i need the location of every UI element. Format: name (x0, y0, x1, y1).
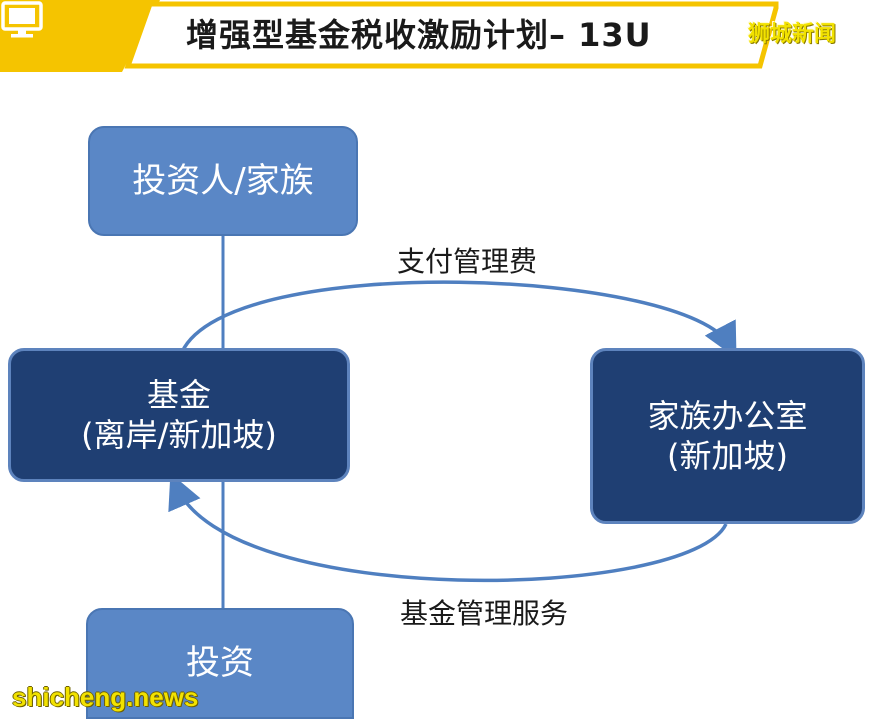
investment-node: 投资 (86, 608, 354, 719)
header-bar: 增强型基金税收激励计划– 13U (0, 0, 869, 72)
pay-fee-label: 支付管理费 (397, 245, 538, 278)
brand-watermark-top: 狮城新闻 (748, 22, 837, 47)
investor-node: 投资人/家族 (88, 126, 358, 236)
monitor-icon (1, 1, 43, 38)
investment-label: 投资 (186, 643, 254, 684)
fund-label: 基金 (146, 376, 211, 414)
service-arrow (168, 473, 728, 583)
fund-sublabel: (离岸/新加坡) (81, 416, 277, 454)
fund-node: 基金 (离岸/新加坡) (8, 348, 350, 482)
family-office-label: 家族办公室 (647, 397, 808, 435)
investor-label: 投资人/家族 (132, 160, 314, 201)
page-title: 增强型基金税收激励计划– 13U (186, 16, 652, 54)
brand-watermark-bottom: shicheng.news (12, 682, 199, 712)
service-label: 基金管理服务 (400, 597, 569, 630)
family-office-sublabel: (新加坡) (667, 437, 788, 475)
family-office-node: 家族办公室 (新加坡) (590, 348, 865, 524)
pay-fee-arrow (180, 280, 737, 359)
